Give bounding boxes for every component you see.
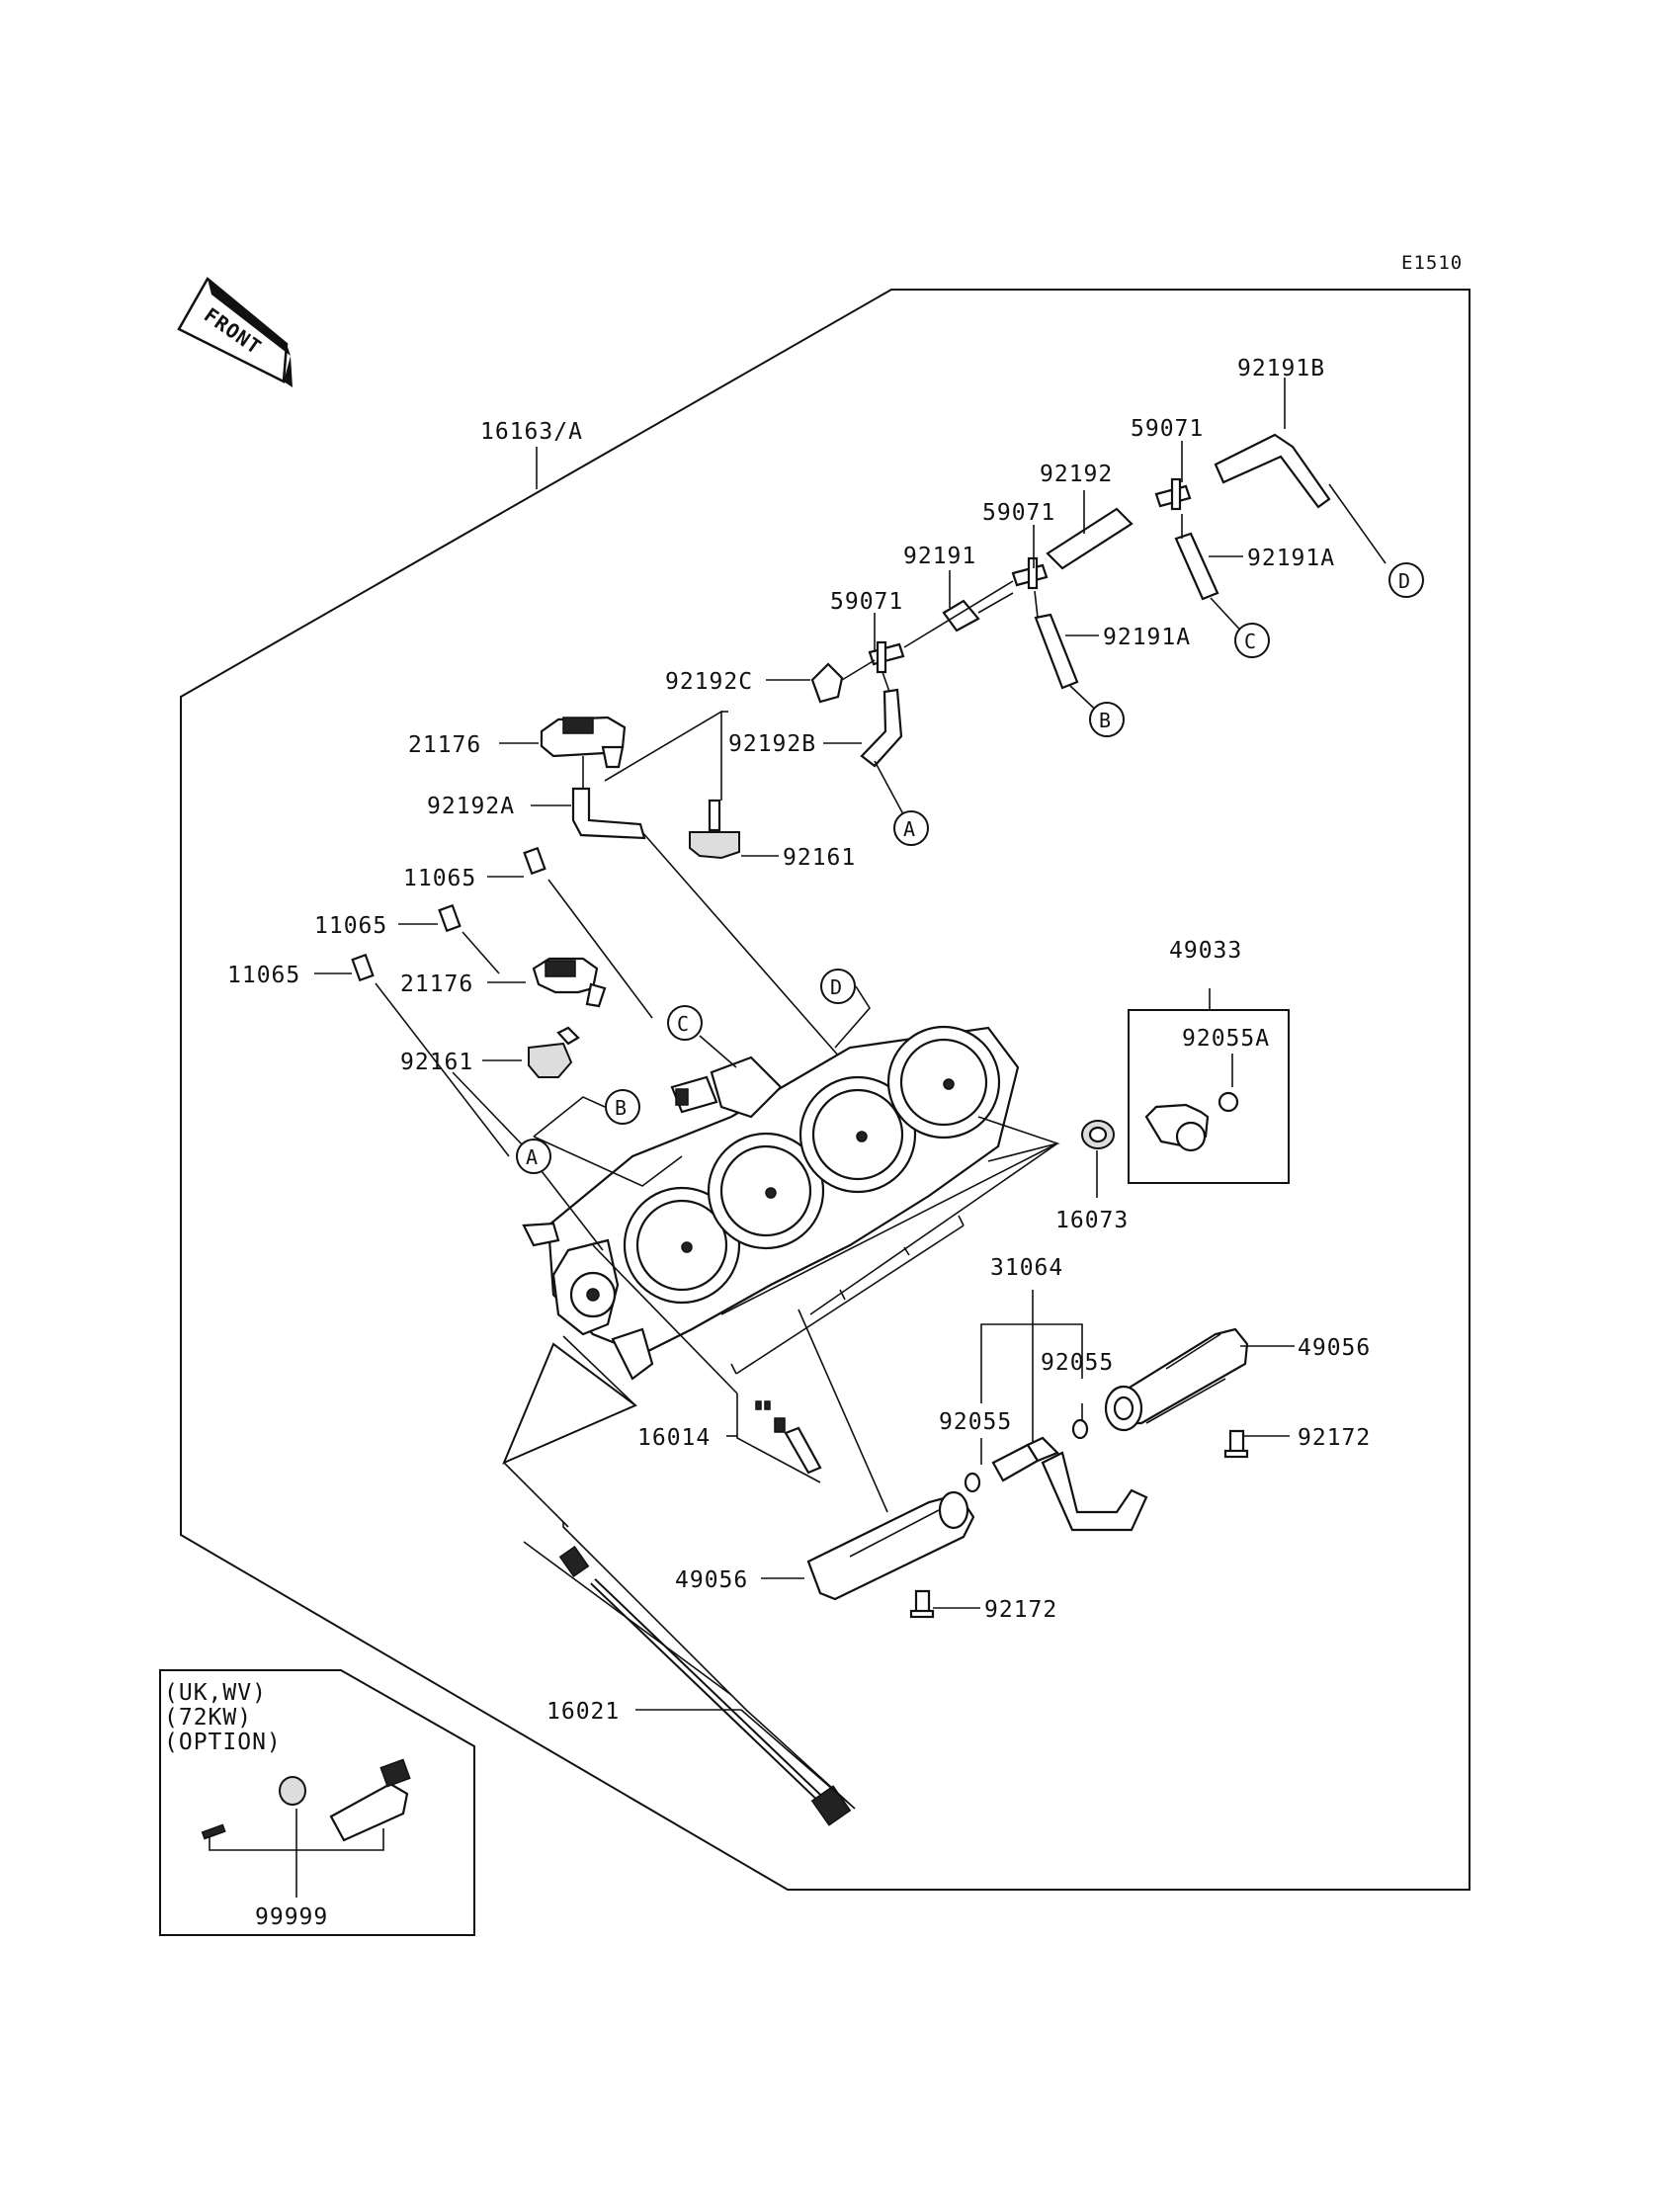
svg-text:D: D — [1398, 569, 1411, 593]
screw-11065-b — [438, 903, 462, 933]
callout-92191A-mid: 92191A — [1103, 625, 1191, 650]
assembly-outline — [180, 289, 1470, 1891]
callout-92192A: 92192A — [427, 794, 515, 819]
callout-92191B: 92191B — [1237, 356, 1325, 381]
hose-92192A — [571, 787, 646, 840]
fuel-rail-49056-left — [806, 1490, 975, 1619]
connection-C-top: C — [1234, 623, 1270, 658]
connection-B-body: B — [605, 1089, 640, 1125]
screw-11065-c — [351, 953, 375, 982]
connection-A-top: A — [893, 810, 929, 846]
option-parts-99999 — [201, 1758, 411, 1842]
callout-11065-c: 11065 — [227, 963, 300, 988]
throttle-body — [522, 1025, 1020, 1381]
fuel-pipe-31064 — [964, 1418, 1148, 1532]
cable-bracket-16021 — [502, 1342, 637, 1465]
callout-92172-left: 92172 — [984, 1597, 1057, 1623]
injector-49033 — [1144, 1091, 1239, 1152]
connection-A-body: A — [516, 1139, 551, 1174]
callout-49056-left: 49056 — [675, 1567, 748, 1593]
vacuum-hose-assembly — [810, 433, 1386, 826]
svg-text:C: C — [1244, 630, 1257, 653]
callout-92172-right: 92172 — [1298, 1425, 1371, 1451]
svg-text:A: A — [903, 817, 916, 841]
svg-text:A: A — [526, 1145, 539, 1169]
callout-92191A-right: 92191A — [1247, 546, 1335, 571]
seal-16073 — [1081, 1120, 1115, 1149]
callout-49056-right: 49056 — [1298, 1335, 1371, 1361]
option-label-power: (72KW) — [164, 1705, 252, 1731]
callout-92192C: 92192C — [665, 669, 753, 695]
svg-text:B: B — [615, 1096, 628, 1120]
map-sensor-upper — [540, 716, 627, 791]
throttle-cable-16021 — [558, 1545, 852, 1826]
svg-text:D: D — [830, 975, 843, 999]
option-box — [159, 1669, 475, 1936]
callout-21176-top: 21176 — [408, 732, 481, 758]
connection-D-top: D — [1388, 562, 1424, 598]
callout-21176-mid: 21176 — [400, 972, 473, 997]
callout-92161-mid: 92161 — [400, 1050, 473, 1075]
callout-59071-mid: 59071 — [982, 500, 1055, 526]
callout-16014: 16014 — [637, 1425, 711, 1451]
screw-11065-a — [523, 846, 546, 876]
callout-92192B: 92192B — [728, 731, 816, 757]
vacuum-fitting-92161-mid — [528, 1026, 580, 1078]
callout-92055-right: 92055 — [1041, 1350, 1114, 1376]
callout-92161-top: 92161 — [783, 845, 856, 871]
option-label-region: (UK,WV) — [164, 1680, 267, 1706]
callout-59071-top: 59071 — [1131, 416, 1204, 442]
vacuum-fitting-92161-upper — [689, 799, 740, 860]
callout-92192: 92192 — [1040, 462, 1113, 487]
svg-text:C: C — [677, 1012, 690, 1036]
injector-box-49033 — [1128, 1009, 1290, 1184]
diagram-code: E1510 — [1401, 252, 1463, 274]
callout-59071-low: 59071 — [830, 589, 903, 615]
callout-49033: 49033 — [1169, 938, 1242, 964]
callout-16021: 16021 — [546, 1699, 620, 1725]
callout-92191: 92191 — [903, 544, 976, 569]
svg-text:B: B — [1099, 709, 1112, 732]
callout-92055A: 92055A — [1182, 1026, 1270, 1052]
part-16014 — [755, 1400, 822, 1475]
callout-16073: 16073 — [1055, 1208, 1129, 1233]
connection-B-top: B — [1089, 702, 1125, 737]
option-label-option: (OPTION) — [164, 1730, 282, 1755]
callout-99999: 99999 — [255, 1904, 328, 1930]
connection-C-body: C — [667, 1005, 703, 1041]
front-arrow-icon: FRONT — [177, 277, 293, 387]
fuel-rail-49056-right — [1104, 1327, 1249, 1459]
connection-D-body: D — [820, 969, 856, 1004]
callout-92055-left: 92055 — [939, 1409, 1012, 1435]
callout-11065-a: 11065 — [403, 866, 476, 891]
map-sensor-mid — [532, 957, 607, 1008]
callout-11065-b: 11065 — [314, 913, 387, 939]
callout-16163A: 16163/A — [480, 419, 583, 445]
callout-31064: 31064 — [990, 1255, 1063, 1281]
